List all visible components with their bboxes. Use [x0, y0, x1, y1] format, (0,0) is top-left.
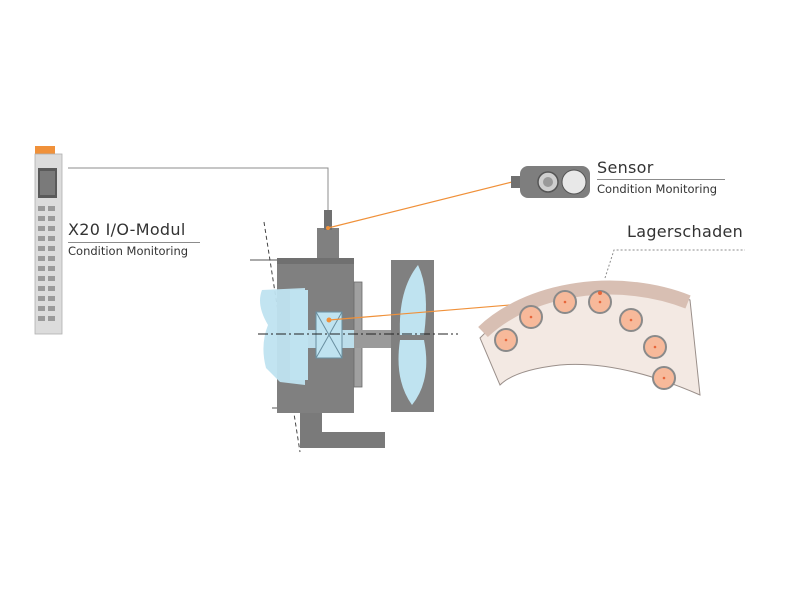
io-module-icon: [34, 146, 63, 335]
machine-icon: [250, 210, 458, 453]
sensor-subtitle: Condition Monitoring: [597, 182, 718, 196]
sensor-icon: [511, 166, 590, 198]
module-sensor-wire: [68, 167, 329, 210]
sensor-rule: [597, 179, 725, 180]
module-rule: [68, 242, 200, 243]
sensor-title: Sensor: [597, 158, 654, 177]
module-subtitle: Condition Monitoring: [68, 244, 189, 258]
bearing-icon: [478, 280, 701, 396]
damage-marker: [598, 291, 602, 295]
bearing-damage-title: Lagerschaden: [627, 222, 744, 241]
bearing-damage-leader: [604, 249, 745, 279]
sensor-signal-line: [327, 181, 513, 229]
module-title: X20 I/O-Modul: [68, 220, 186, 239]
